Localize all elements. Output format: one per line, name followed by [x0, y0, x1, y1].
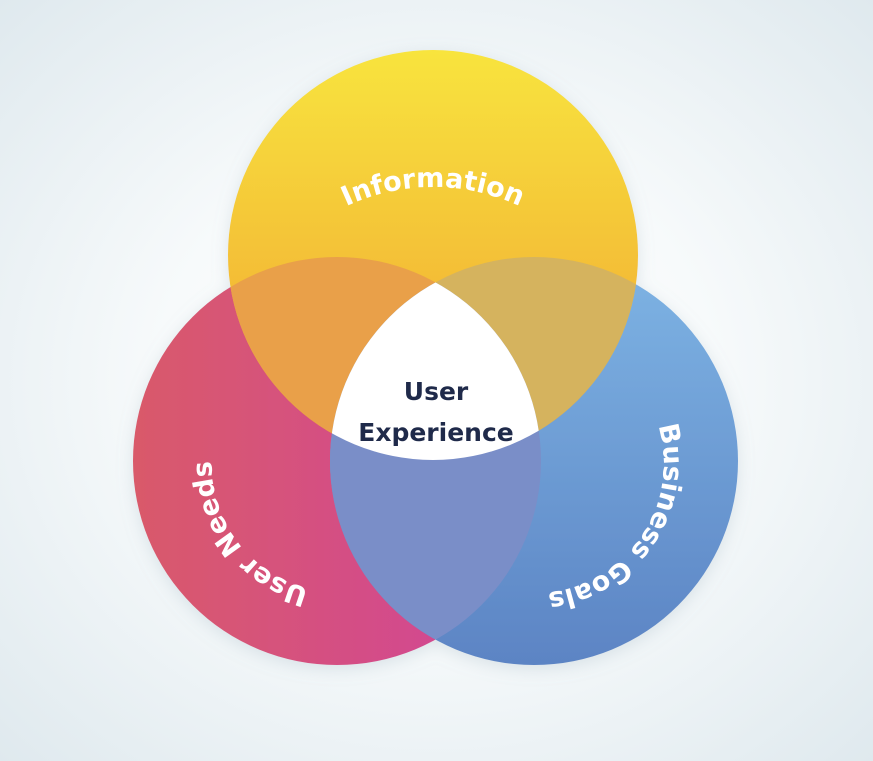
center-user-experience-region	[330, 257, 541, 460]
center-label-line2: Experience	[358, 418, 513, 447]
center-label-line1: User	[404, 377, 469, 406]
